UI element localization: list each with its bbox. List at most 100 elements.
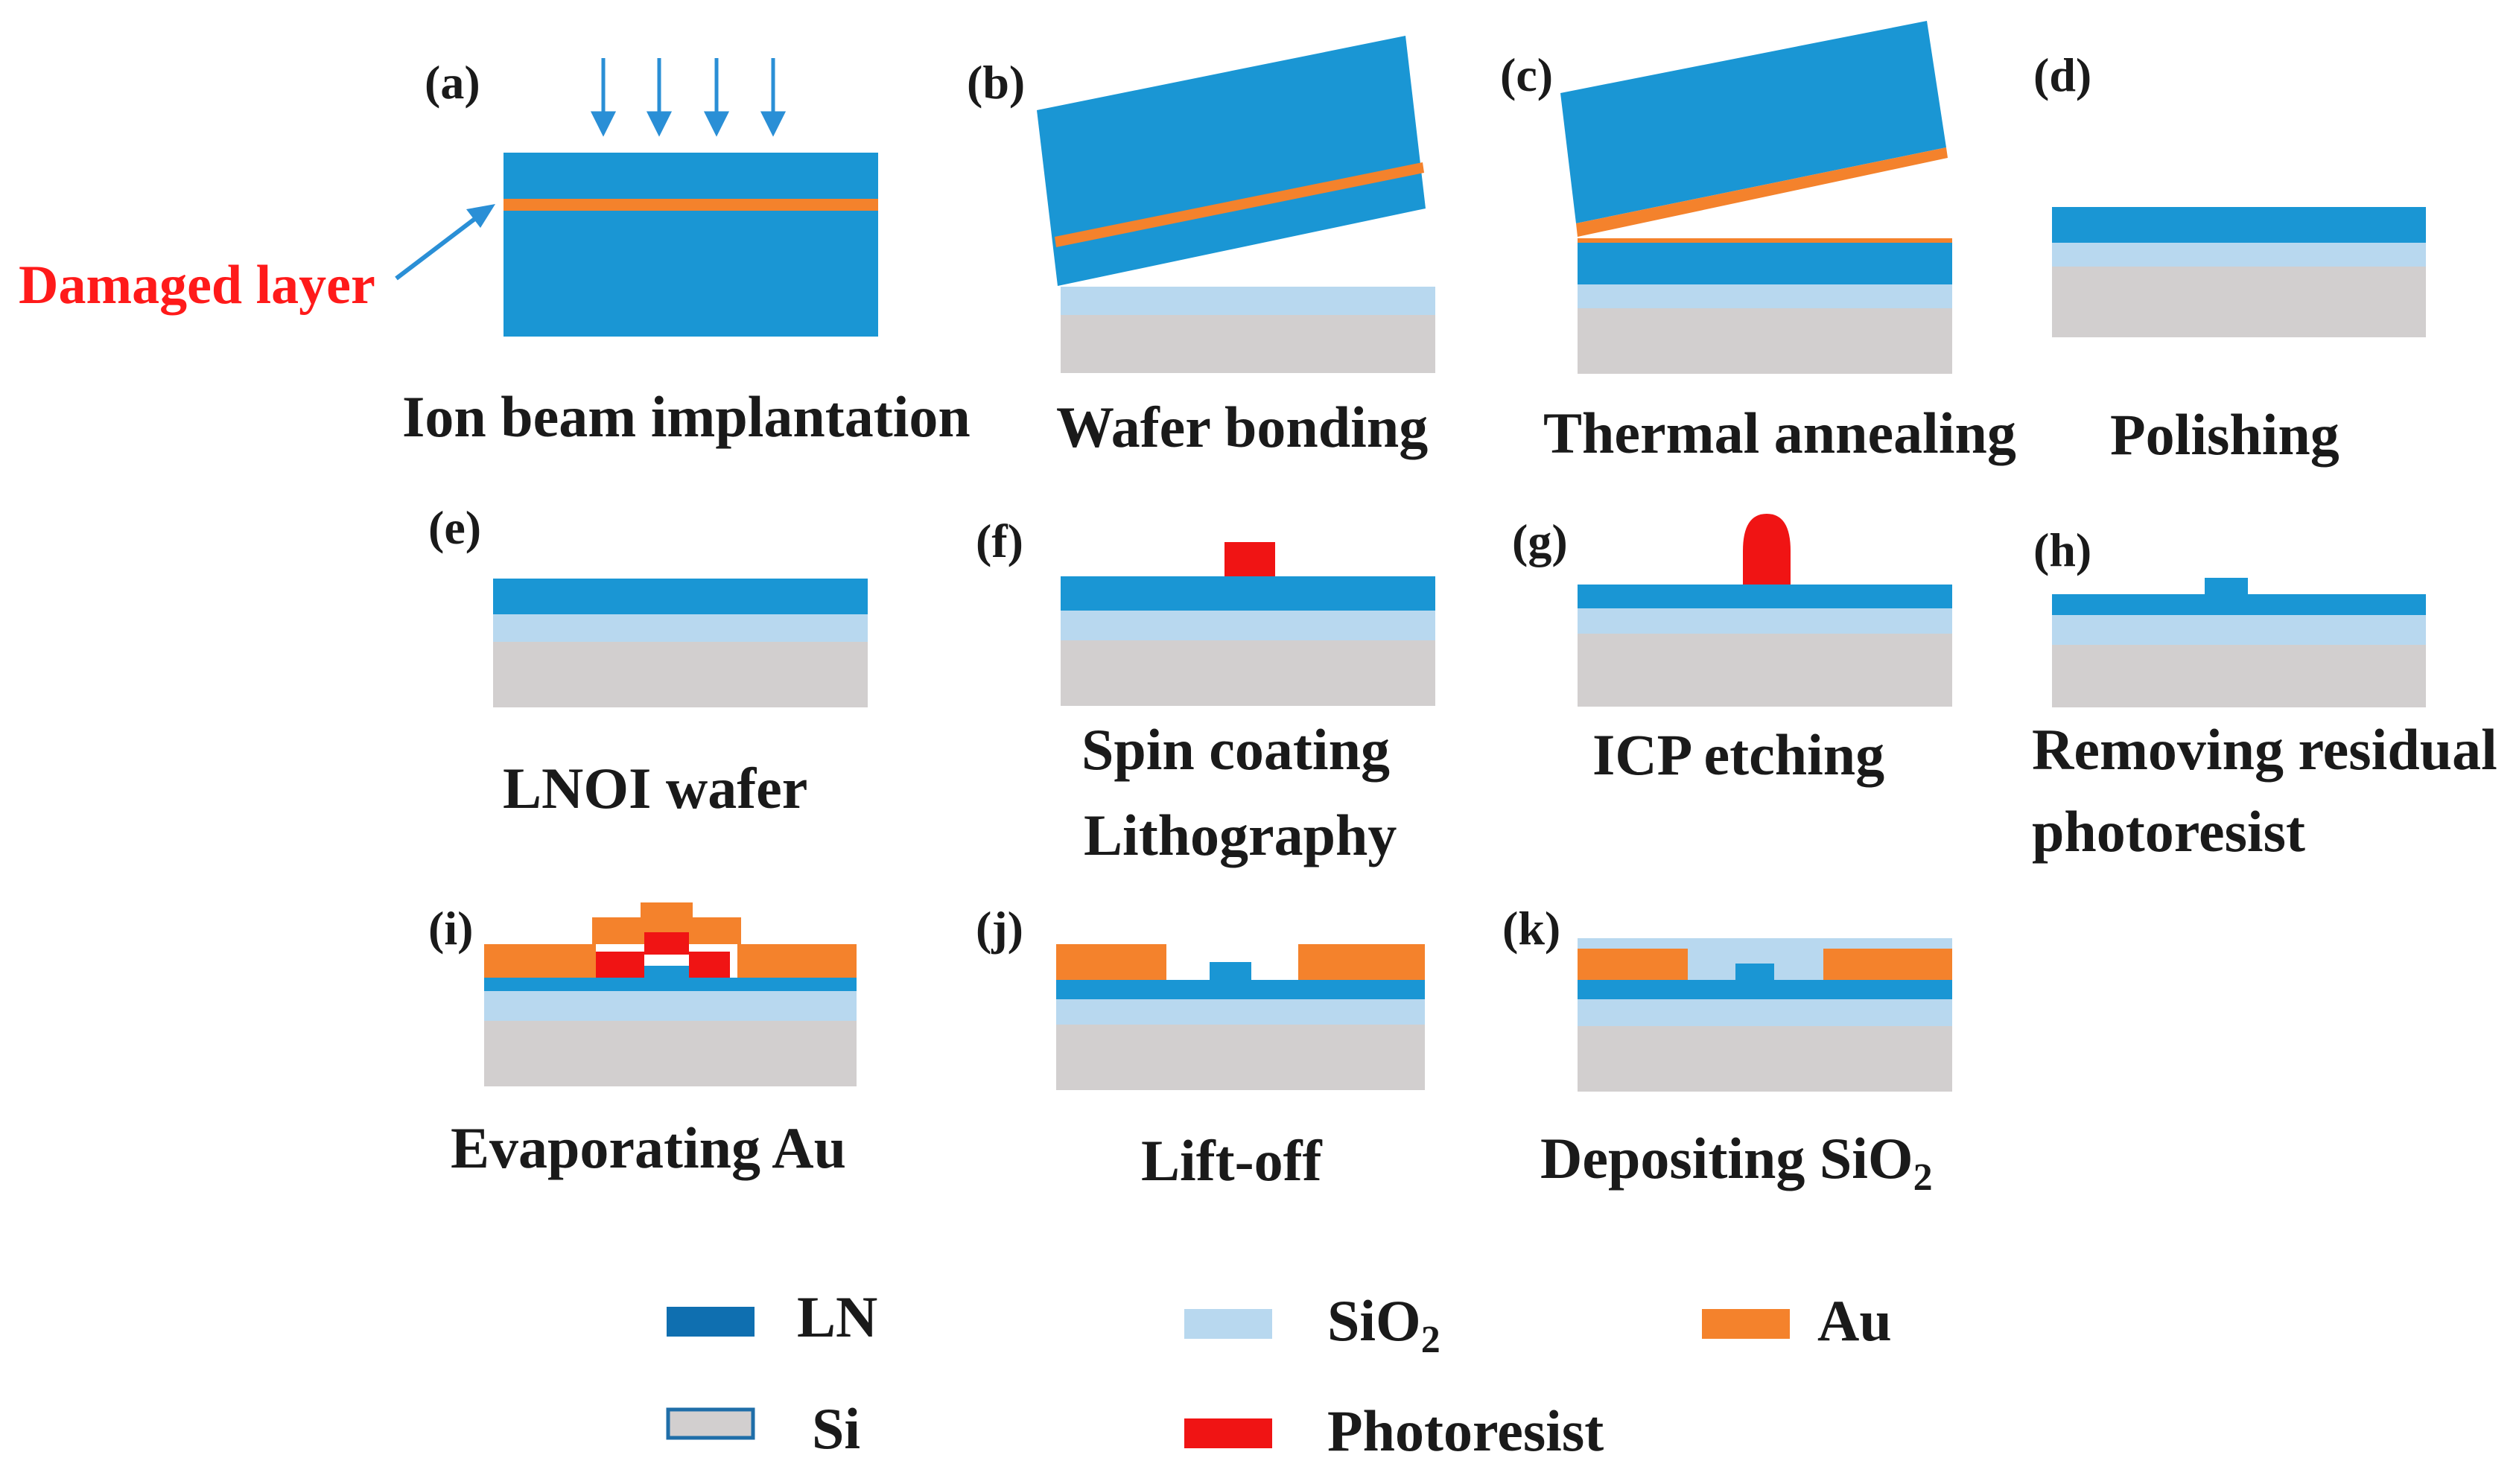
legend-label-sio2-subscript: 2 — [1421, 1319, 1440, 1361]
sio2-layer — [1578, 284, 1952, 308]
legend-swatch-sio2 — [1184, 1309, 1272, 1339]
sio2-layer — [1578, 608, 1952, 634]
si-substrate — [2052, 267, 2426, 337]
legend-swatch-si — [666, 1407, 755, 1440]
legend-label-si: Si — [812, 1396, 860, 1461]
photoresist-right — [689, 952, 730, 978]
panel-c-label: (c) — [1500, 48, 1553, 101]
ln-ridge-waveguide — [644, 966, 689, 981]
panel-b-label: (b) — [967, 56, 1025, 109]
ln-thin-film — [1056, 980, 1425, 999]
damaged-layer-pointer-head — [466, 204, 495, 228]
legend-label-ln: LN — [797, 1284, 877, 1349]
panel-f-label: (f) — [976, 515, 1023, 567]
panel-j-label: (j) — [976, 902, 1023, 955]
si-substrate — [2052, 645, 2426, 707]
si-substrate — [1578, 1026, 1952, 1092]
panel-b: (b) Wafer bonding — [967, 36, 1435, 459]
ln-thin-film — [493, 579, 868, 614]
sio2-layer — [484, 991, 857, 1021]
panel-i-label: (i) — [428, 902, 473, 955]
panel-c: (c) Thermal annealing — [1500, 21, 2016, 465]
ln-thin-film — [1578, 243, 1952, 284]
ln-thin-film-top-edge — [1578, 238, 1952, 243]
panel-h-caption-line1: Removing residual — [2032, 717, 2497, 782]
sio2-layer — [1056, 999, 1425, 1025]
au-layer-left — [484, 944, 596, 978]
damaged-layer-pointer — [395, 215, 478, 281]
au-layer-right — [737, 944, 857, 978]
panel-b-caption: Wafer bonding — [1056, 395, 1428, 459]
si-substrate — [493, 642, 868, 707]
au-electrode-left — [1056, 944, 1166, 980]
ln-wafer — [504, 153, 878, 337]
panel-f-caption-line1: Spin coating — [1081, 717, 1390, 782]
sio2-layer — [1578, 999, 1952, 1026]
ln-thin-film — [1061, 576, 1435, 611]
panel-g: (g) ICP etching — [1512, 514, 1952, 787]
ln-ridge-waveguide — [2205, 578, 2248, 594]
legend-swatch-au — [1702, 1309, 1790, 1339]
sio2-layer — [1061, 611, 1435, 640]
panel-d: (d) Polishing — [2033, 48, 2426, 467]
panel-k-caption-base: Depositing SiO — [1540, 1126, 1913, 1191]
photoresist-pattern — [1224, 542, 1275, 576]
panel-k-label: (k) — [1502, 902, 1560, 955]
damaged-layer — [504, 199, 878, 211]
sio2-layer — [1061, 287, 1435, 315]
ion-arrow-1-head — [590, 111, 617, 137]
panel-i-caption: Evaporating Au — [451, 1115, 846, 1180]
flipped-damaged-layer — [1055, 162, 1424, 247]
legend-label-au: Au — [1817, 1288, 1892, 1353]
sio2-layer — [2052, 243, 2426, 267]
si-substrate — [484, 1021, 857, 1086]
panel-c-caption: Thermal annealing — [1543, 401, 2016, 465]
ln-thin-film — [2052, 594, 2426, 615]
panel-h-label: (h) — [2033, 523, 2091, 576]
panel-g-label: (g) — [1512, 515, 1568, 567]
ln-thin-film — [2052, 207, 2426, 243]
panel-j: (j) Lift-off — [976, 902, 1425, 1193]
panel-f-caption-line2: Lithography — [1084, 803, 1397, 867]
sio2-layer — [2052, 615, 2426, 645]
panel-a-label: (a) — [425, 56, 480, 109]
panel-a-caption: Ion beam implantation — [402, 384, 971, 449]
sio2-layer — [493, 614, 868, 642]
si-substrate — [1061, 640, 1435, 706]
si-substrate — [1056, 1025, 1425, 1090]
legend-label-sio2: SiO2 — [1327, 1288, 1440, 1361]
separated-damaged-layer — [1576, 147, 1948, 237]
panel-e-label: (e) — [428, 501, 481, 554]
si-substrate — [1061, 315, 1435, 373]
legend-swatch-ln — [667, 1307, 755, 1337]
panel-g-caption: ICP etching — [1592, 722, 1884, 787]
panel-j-caption: Lift-off — [1141, 1128, 1323, 1193]
au-electrode-right — [1823, 949, 1952, 980]
panel-f: (f) Spin coating Lithography — [976, 515, 1435, 867]
panel-k-caption-subscript: 2 — [1913, 1156, 1933, 1199]
panel-i: (i) Evaporating Au — [428, 902, 857, 1180]
legend-label-photoresist: Photoresist — [1327, 1398, 1604, 1463]
photoresist-left — [596, 952, 644, 978]
si-substrate — [1578, 308, 1952, 374]
panel-h: (h) Removing residual photoresist — [2032, 523, 2497, 864]
separated-ln-wafer — [1560, 21, 1946, 223]
ln-thin-film — [1578, 585, 1952, 608]
implantation-arrows — [590, 58, 787, 137]
panel-k-caption: Depositing SiO2 — [1540, 1126, 1933, 1199]
panel-h-caption-line2: photoresist — [2032, 799, 2305, 864]
au-electrode-left — [1578, 949, 1688, 980]
au-electrode-right — [1298, 944, 1425, 980]
panel-e-caption: LNOI wafer — [503, 756, 807, 821]
ln-thin-film — [484, 978, 857, 991]
legend: LN SiO2 Au Si Photoresist — [666, 1284, 1892, 1463]
panel-d-caption: Polishing — [2110, 402, 2339, 467]
si-substrate — [1578, 634, 1952, 707]
ion-arrow-3-head — [703, 111, 730, 137]
legend-label-sio2-base: SiO — [1327, 1288, 1421, 1353]
ion-arrow-4-head — [760, 111, 787, 137]
flipped-ln-wafer — [1037, 36, 1426, 286]
panel-k: (k) Depositing SiO2 — [1502, 902, 1952, 1199]
legend-swatch-photoresist — [1184, 1418, 1272, 1448]
